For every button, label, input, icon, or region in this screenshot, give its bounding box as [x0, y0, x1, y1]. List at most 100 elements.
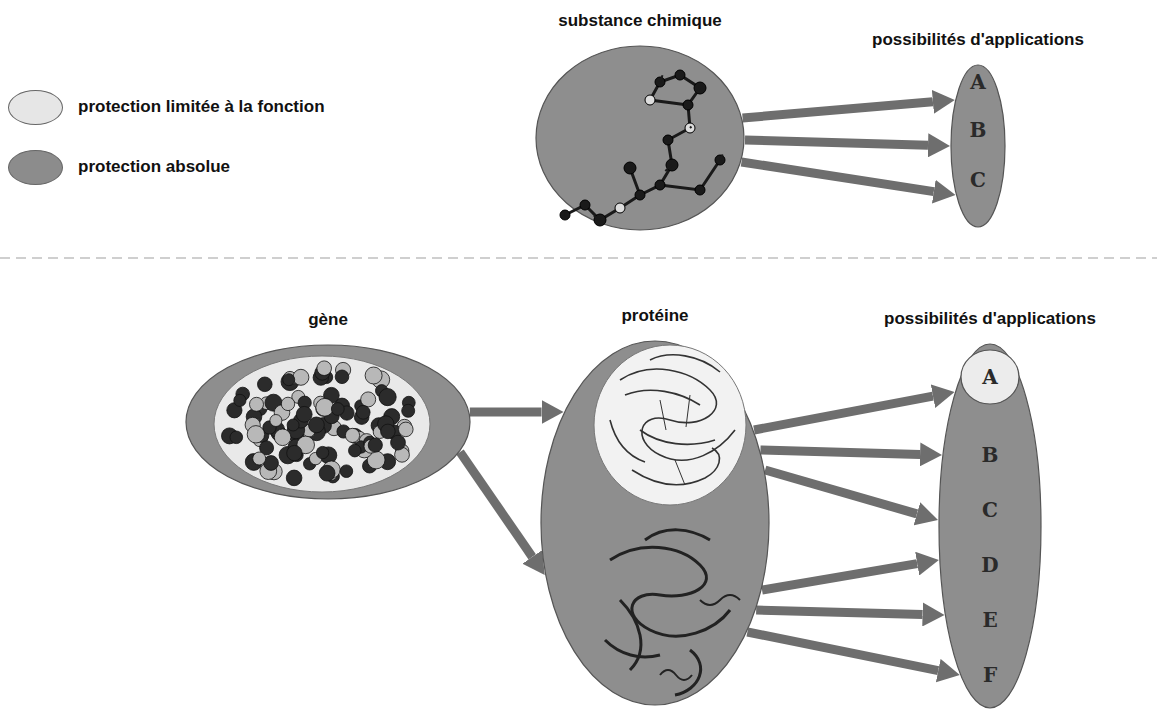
gene-atom — [303, 424, 316, 437]
legend-row: protection limitée à la fonction — [8, 90, 255, 110]
gene-atom — [230, 431, 243, 444]
limited-application-circle: A — [960, 349, 1020, 405]
gene-atom — [294, 413, 309, 428]
gene-atom — [395, 447, 410, 462]
application-letter: A — [982, 365, 998, 389]
molecule-atom — [694, 82, 706, 94]
gene-atom — [349, 444, 362, 457]
gene-atom — [316, 402, 330, 416]
gene-atom — [309, 417, 325, 433]
molecule-atom — [695, 185, 705, 195]
gene-atom — [296, 406, 312, 422]
gene-atom — [308, 423, 326, 441]
gene-atom — [356, 405, 370, 419]
gene-atom — [250, 397, 264, 411]
gene-atom — [381, 424, 396, 439]
gene-atom — [227, 403, 242, 418]
molecule-illustration — [560, 70, 725, 226]
ellipse-region: possibilités d'applicationsABC — [950, 64, 1006, 228]
gene-atom — [289, 428, 304, 443]
gene-atom — [335, 370, 349, 384]
gene-atom — [289, 423, 301, 435]
gene-atom — [353, 431, 366, 444]
gene-atom — [315, 365, 330, 380]
arrow-connector — [762, 564, 917, 590]
molecule-atom — [715, 155, 725, 165]
gene-atom — [320, 371, 333, 384]
legend-row: protection absolue — [8, 150, 160, 170]
gene-atom — [380, 454, 396, 470]
gene-atom — [283, 374, 295, 386]
gene-atom — [336, 362, 351, 377]
gene-atom — [288, 439, 304, 455]
molecule-bond — [697, 88, 700, 93]
gene-atom — [270, 415, 282, 427]
gene-atom — [287, 421, 304, 438]
gene-atom — [309, 452, 321, 464]
application-letter: C — [982, 498, 998, 522]
gene-atom — [323, 461, 340, 478]
ellipse-fill — [961, 350, 1019, 404]
arrow-connector — [470, 408, 542, 417]
application-letter: D — [981, 553, 998, 577]
ellipse-region: protéine — [540, 340, 770, 706]
gene-atom — [402, 404, 415, 417]
arrow-connector — [754, 396, 933, 430]
application-letter: C — [970, 168, 986, 192]
gene-atom — [247, 426, 264, 443]
gene-atom — [293, 369, 309, 385]
gene-atom — [246, 409, 262, 425]
gene-atom — [245, 454, 262, 471]
gene-atom — [316, 418, 332, 434]
gene-atom — [316, 398, 334, 416]
molecule-atom — [675, 70, 685, 80]
arrow-connector — [745, 140, 928, 145]
arrow-connector — [765, 470, 917, 514]
heading-label: protéine — [621, 306, 688, 326]
gene-atom — [265, 394, 282, 411]
gene-atom — [304, 458, 316, 470]
gene-atom — [271, 426, 286, 441]
protein-ribbon-top — [610, 355, 735, 485]
gene-atom — [260, 441, 274, 455]
molecule-bond — [565, 75, 720, 220]
separator-line — [0, 257, 1157, 259]
gene-atom — [292, 390, 305, 403]
gene-atom — [287, 419, 299, 431]
gene-atom — [326, 470, 339, 483]
molecule-atom — [666, 159, 678, 171]
molecule-bond — [665, 165, 672, 171]
gene-atom — [264, 456, 279, 471]
gene-illustration — [222, 361, 416, 486]
gene-atom — [373, 425, 386, 438]
gene-atom — [263, 421, 276, 434]
legend-swatch — [8, 150, 63, 185]
legend-text: protection absolue — [78, 157, 230, 177]
ellipse-outline — [535, 45, 745, 231]
gene-atom — [331, 403, 344, 416]
molecule-atom — [635, 190, 645, 200]
gene-atom — [298, 396, 311, 409]
gene-atom — [253, 452, 266, 465]
gene-atom — [320, 447, 337, 464]
gene-atom — [371, 418, 387, 434]
gene-atom — [317, 361, 332, 376]
gene-atom — [391, 435, 406, 450]
gene-atom — [234, 394, 246, 406]
gene-atom — [222, 428, 238, 444]
gene-atom — [348, 428, 363, 443]
ellipse-fill — [951, 65, 1005, 227]
gene-atom — [297, 436, 315, 454]
gene-atom — [367, 451, 385, 469]
gene-atom — [254, 403, 267, 416]
gene-atom — [260, 397, 273, 410]
molecule-bond — [720, 155, 723, 160]
gene-atom — [281, 397, 294, 410]
gene-atom — [376, 385, 388, 397]
gene-atom — [340, 465, 353, 478]
gene-atom — [380, 390, 395, 405]
molecule-bond — [594, 216, 600, 220]
gene-atom — [281, 373, 299, 391]
gene-atom — [365, 367, 382, 384]
gene-atom — [260, 463, 277, 480]
